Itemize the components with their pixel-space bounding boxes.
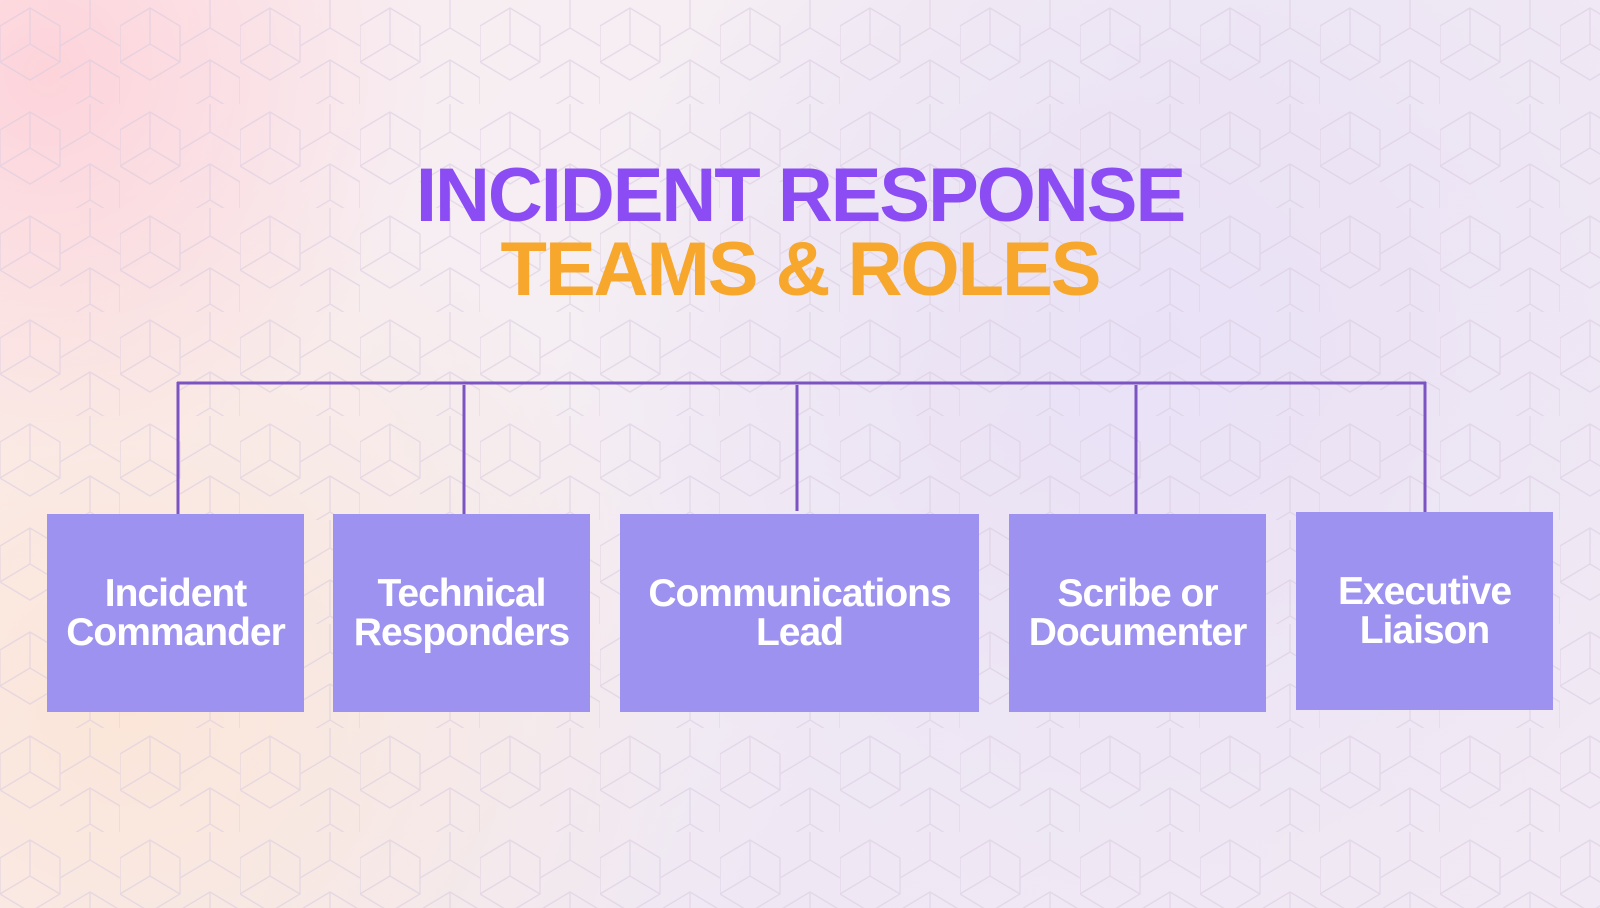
role-box-technical-responders: Technical Responders — [333, 514, 590, 712]
role-box-scribe-or-documenter: Scribe or Documenter — [1009, 514, 1266, 712]
role-box-incident-commander: Incident Commander — [47, 514, 304, 712]
role-box-communications-lead: Communications Lead — [620, 514, 979, 712]
role-label: Communications Lead — [648, 572, 951, 654]
role-label: Scribe or Documenter — [1028, 572, 1248, 654]
role-box-executive-liaison: Executive Liaison — [1296, 512, 1553, 710]
role-label: Incident Commander — [66, 572, 286, 654]
role-label: Executive Liaison — [1337, 570, 1512, 652]
title-line-1: INCIDENT RESPONSE — [415, 153, 1186, 238]
title-line-2: TEAMS & ROLES — [500, 227, 1102, 312]
role-label: Technical Responders — [353, 572, 570, 654]
